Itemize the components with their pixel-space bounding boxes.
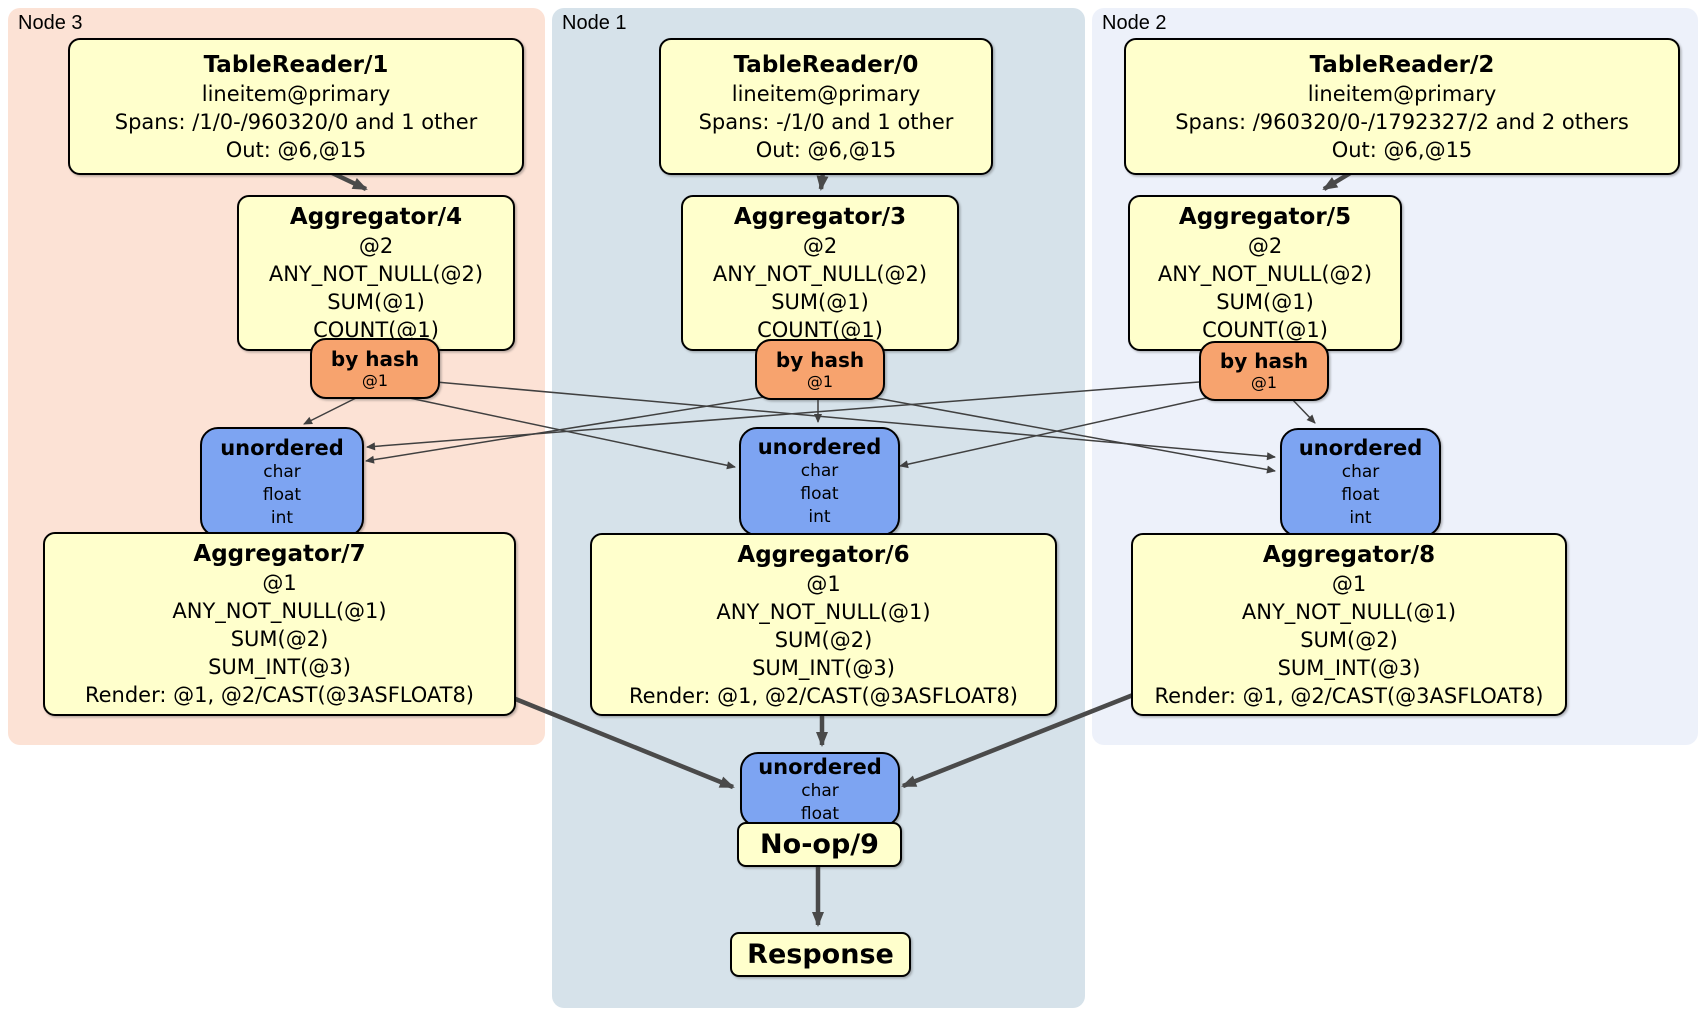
operator-title: Aggregator/8 bbox=[1262, 541, 1436, 568]
operator-line: SUM_INT(@3) bbox=[752, 655, 895, 680]
operator-line: @2 bbox=[802, 234, 838, 258]
operator-line: Render: @1, @2/CAST(@3ASFLOAT8) bbox=[84, 683, 475, 707]
unordered-sync-node1: unordered char float int bbox=[739, 427, 900, 536]
operator-line: @2 bbox=[358, 234, 394, 258]
operator-line: @1 bbox=[1331, 571, 1367, 596]
sync-line: float bbox=[262, 484, 302, 505]
node3-label: Node 3 bbox=[18, 12, 83, 34]
router-title: by hash bbox=[1219, 349, 1309, 373]
operator-line: SUM_INT(@3) bbox=[208, 655, 351, 679]
sync-line: float bbox=[800, 803, 840, 824]
router-line: @1 bbox=[1250, 373, 1278, 392]
operator-line: ANY_NOT_NULL(@1) bbox=[716, 599, 931, 624]
operator-line: Spans: /1/0-/960320/0 and 1 other bbox=[114, 109, 478, 134]
sync-line: int bbox=[1349, 508, 1372, 528]
edge-byhash4-unordered7 bbox=[303, 395, 361, 425]
aggregator-3-box: Aggregator/3 @2 ANY_NOT_NULL(@2) SUM(@1)… bbox=[681, 195, 959, 351]
router-title: by hash bbox=[775, 347, 865, 372]
operator-line: SUM(@1) bbox=[327, 290, 425, 314]
operator-line: Out: @6,@15 bbox=[225, 137, 367, 162]
operator-title: TableReader/1 bbox=[203, 51, 389, 78]
router-line: @1 bbox=[806, 371, 834, 391]
operator-title: No-op/9 bbox=[760, 829, 879, 860]
tablereader-2-box: TableReader/2 lineitem@primary Spans: /9… bbox=[1124, 38, 1680, 175]
router-line: @1 bbox=[361, 370, 389, 390]
edge-agg8-unordered-final bbox=[901, 692, 1134, 789]
aggregator-8-box: Aggregator/8 @1 ANY_NOT_NULL(@1) SUM(@2)… bbox=[1131, 533, 1567, 716]
operator-title: Aggregator/6 bbox=[737, 541, 910, 568]
sync-title: unordered bbox=[758, 754, 882, 779]
unordered-sync-node3: unordered char float int bbox=[200, 427, 364, 537]
operator-line: @1 bbox=[806, 571, 841, 596]
unordered-sync-final: unordered char float bbox=[740, 752, 900, 827]
operator-line: SUM(@1) bbox=[771, 290, 869, 314]
operator-title: TableReader/0 bbox=[733, 51, 919, 78]
operator-line: ANY_NOT_NULL(@1) bbox=[172, 599, 387, 623]
operator-title: Aggregator/5 bbox=[1178, 204, 1352, 230]
operator-line: SUM(@1) bbox=[1216, 290, 1314, 314]
operator-title: Aggregator/4 bbox=[289, 204, 463, 230]
sync-line: char bbox=[801, 780, 839, 801]
operator-line: Out: @6,@15 bbox=[755, 137, 897, 162]
edge-byhash4-unordered8 bbox=[435, 381, 1276, 461]
operator-line: lineitem@primary bbox=[731, 81, 921, 106]
tablereader-0-box: TableReader/0 lineitem@primary Spans: -/… bbox=[659, 38, 993, 175]
unordered-sync-node2: unordered char float int bbox=[1280, 428, 1441, 537]
sync-line: int bbox=[270, 507, 294, 528]
sync-line: int bbox=[808, 507, 831, 527]
sync-line: float bbox=[800, 484, 839, 504]
operator-line: Out: @6,@15 bbox=[1331, 137, 1473, 162]
node1-label: Node 1 bbox=[562, 12, 627, 34]
node2-label: Node 2 bbox=[1102, 12, 1167, 34]
operator-line: @1 bbox=[262, 571, 297, 595]
operator-title: Aggregator/7 bbox=[193, 541, 366, 567]
aggregator-7-box: Aggregator/7 @1 ANY_NOT_NULL(@1) SUM(@2)… bbox=[43, 532, 516, 716]
operator-line: SUM(@2) bbox=[1300, 627, 1398, 652]
sync-line: float bbox=[1341, 485, 1380, 505]
operator-line: ANY_NOT_NULL(@2) bbox=[1157, 262, 1373, 286]
aggregator-5-box: Aggregator/5 @2 ANY_NOT_NULL(@2) SUM(@1)… bbox=[1128, 195, 1402, 351]
operator-title: Response bbox=[747, 939, 894, 970]
aggregator-4-box: Aggregator/4 @2 ANY_NOT_NULL(@2) SUM(@1)… bbox=[237, 195, 515, 351]
edge-byhash3-unordered7 bbox=[365, 395, 771, 464]
sync-title: unordered bbox=[1298, 436, 1423, 460]
operator-line: COUNT(@1) bbox=[1202, 318, 1328, 342]
operator-line: ANY_NOT_NULL(@2) bbox=[268, 262, 484, 286]
byhash-router-5: by hash @1 bbox=[1199, 341, 1329, 401]
tablereader-1-box: TableReader/1 lineitem@primary Spans: /1… bbox=[68, 38, 524, 175]
operator-line: SUM(@2) bbox=[774, 627, 873, 652]
byhash-router-3: by hash @1 bbox=[755, 339, 885, 400]
edge-byhash5-unordered8 bbox=[1289, 396, 1316, 424]
operator-line: @2 bbox=[1247, 234, 1283, 258]
sync-line: char bbox=[1341, 462, 1380, 482]
aggregator-6-box: Aggregator/6 @1 ANY_NOT_NULL(@1) SUM(@2)… bbox=[590, 533, 1057, 716]
noop-box: No-op/9 bbox=[737, 822, 902, 867]
sync-line: char bbox=[800, 461, 839, 481]
sync-title: unordered bbox=[220, 435, 344, 460]
operator-line: SUM(@2) bbox=[230, 627, 329, 651]
router-title: by hash bbox=[330, 346, 420, 371]
sync-line: char bbox=[263, 461, 301, 482]
operator-title: Aggregator/3 bbox=[733, 204, 907, 230]
edge-byhash5-unordered7 bbox=[366, 381, 1200, 451]
operator-line: Render: @1, @2/CAST(@3ASFLOAT8) bbox=[1154, 683, 1544, 708]
byhash-router-4: by hash @1 bbox=[310, 338, 440, 399]
edge-byhash3-unordered8 bbox=[864, 395, 1276, 474]
sync-title: unordered bbox=[757, 435, 882, 459]
operator-line: ANY_NOT_NULL(@2) bbox=[712, 262, 928, 286]
operator-title: TableReader/2 bbox=[1309, 51, 1495, 78]
edge-agg7-unordered-final bbox=[512, 695, 735, 790]
operator-line: SUM_INT(@3) bbox=[1277, 655, 1421, 680]
operator-line: ANY_NOT_NULL(@1) bbox=[1241, 599, 1457, 624]
response-box: Response bbox=[730, 932, 911, 977]
operator-line: lineitem@primary bbox=[1307, 81, 1497, 106]
operator-line: Render: @1, @2/CAST(@3ASFLOAT8) bbox=[628, 683, 1019, 708]
operator-line: COUNT(@1) bbox=[757, 318, 883, 342]
operator-line: Spans: /960320/0-/1792327/2 and 2 others bbox=[1175, 109, 1629, 134]
edge-byhash5-unordered6 bbox=[899, 395, 1216, 469]
operator-line: lineitem@primary bbox=[201, 81, 391, 106]
operator-line: Spans: -/1/0 and 1 other bbox=[698, 109, 954, 134]
